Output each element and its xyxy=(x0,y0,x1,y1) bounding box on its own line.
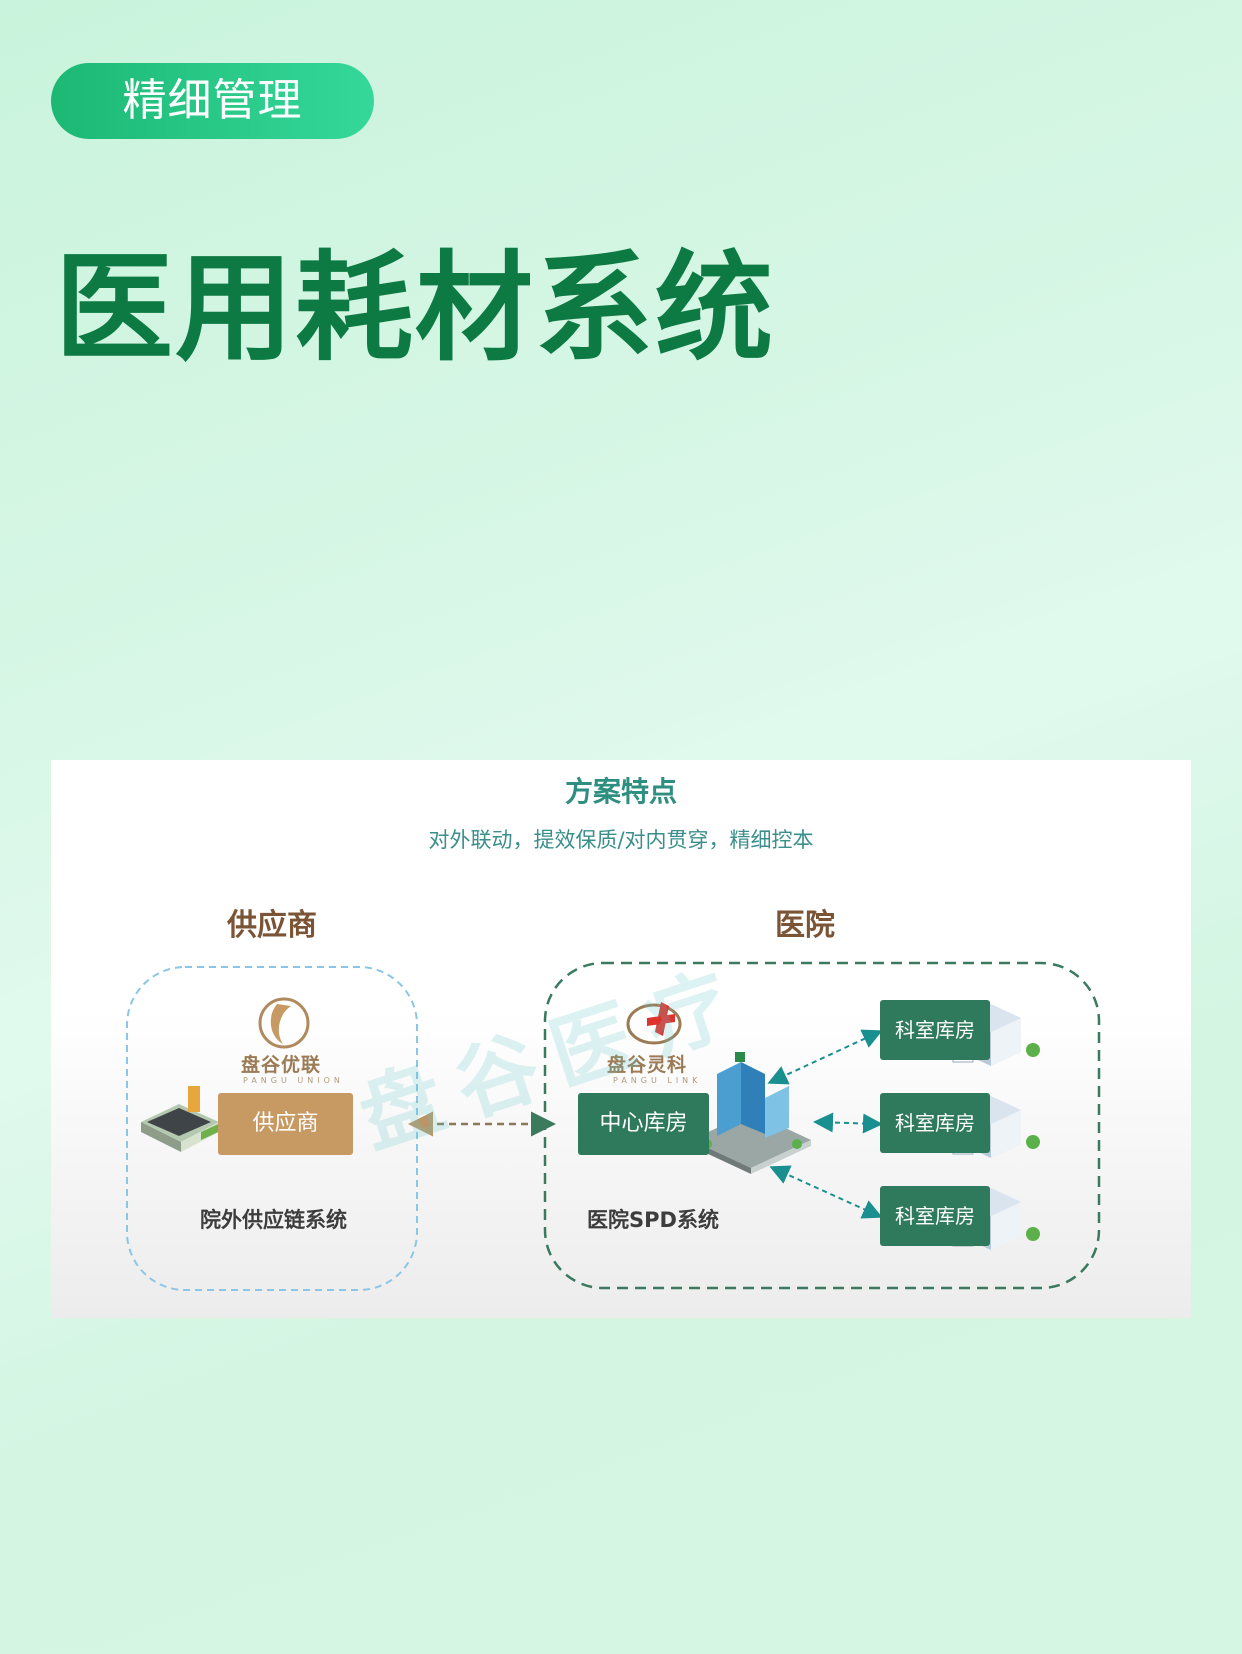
center-dept-connector xyxy=(769,1165,883,1219)
center-dept-connector xyxy=(767,1029,883,1085)
hospital-group-label: 医院 xyxy=(775,908,835,943)
solution-diagram: 方案特点 对外联动，提效保质/对内贯穿，精细控本 供应商 医院 盘谷优联 PAN… xyxy=(51,760,1191,1318)
pangu-link-logo-icon xyxy=(626,1002,682,1045)
department-warehouse-box: 科室库房 xyxy=(880,1000,990,1060)
supplier-region xyxy=(126,966,418,1291)
feature-subtitle: 对外联动，提效保质/对内贯穿，精细控本 xyxy=(428,828,814,852)
center-dept-connector xyxy=(813,1112,883,1134)
central-warehouse-box: 中心库房 xyxy=(578,1093,709,1155)
hospital-building-icon xyxy=(691,1052,811,1174)
pangu-union-logo-icon xyxy=(258,997,310,1049)
supplier-box: 供应商 xyxy=(218,1093,353,1155)
hospital-logo-subtext: PANGU LINK xyxy=(613,1076,702,1085)
supplier-logo-subtext: PANGU UNION xyxy=(243,1076,344,1085)
feature-title: 方案特点 xyxy=(564,775,677,808)
warehouse-icon xyxy=(141,1086,227,1152)
department-warehouse-box: 科室库房 xyxy=(880,1186,990,1246)
department-warehouse-box: 科室库房 xyxy=(880,1093,990,1153)
supplier-logo-text: 盘谷优联 xyxy=(241,1054,322,1076)
hospital-logo-text: 盘谷灵科 xyxy=(607,1054,688,1076)
hospital-system-label: 医院SPD系统 xyxy=(587,1208,719,1232)
supplier-group-label: 供应商 xyxy=(227,908,317,943)
category-tag: 精细管理 xyxy=(51,63,374,139)
page-title: 医用耗材系统 xyxy=(55,239,776,377)
supplier-system-label: 院外供应链系统 xyxy=(200,1208,347,1232)
